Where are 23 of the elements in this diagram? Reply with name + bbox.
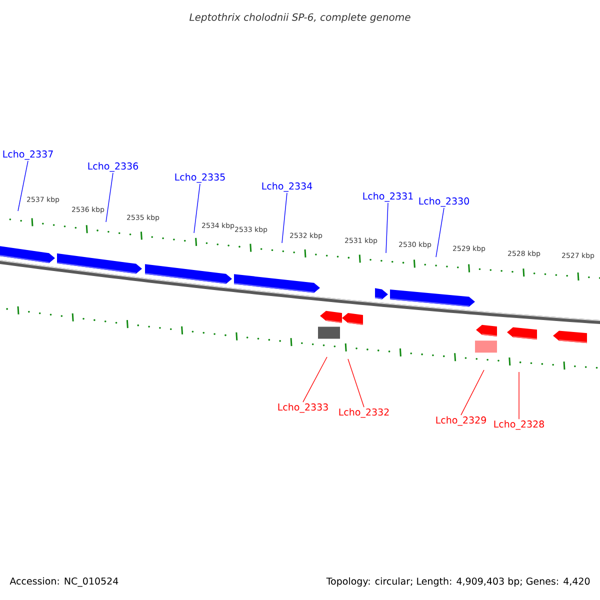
accession-text: Accession: NC_010524 <box>10 577 118 587</box>
gene-label: Lcho_2333 <box>278 403 328 413</box>
leader-line <box>518 372 520 420</box>
gene-label: Lcho_2337 <box>3 150 53 160</box>
gene-label: Lcho_2331 <box>363 192 413 202</box>
title: Leptothrix cholodnii SP-6, complete genome <box>190 13 410 23</box>
leader-line <box>106 172 114 222</box>
leader-line <box>302 356 328 402</box>
gene-label: Lcho_2329 <box>436 416 486 426</box>
gene-label: Lcho_2330 <box>419 197 469 207</box>
leader-line <box>460 370 484 416</box>
genome-info-text: Topology: circular; Length: 4,909,403 bp; Genes: 4,420 <box>326 577 590 587</box>
leader-line <box>348 358 364 408</box>
gene-label: Lcho_2334 <box>262 182 312 192</box>
gene-label: Lcho_2332 <box>339 408 389 418</box>
leader-line <box>386 202 388 254</box>
leader-line <box>282 192 288 244</box>
gene-label: Lcho_2328 <box>494 420 544 430</box>
leader-line <box>18 160 28 212</box>
leader-line <box>194 184 200 234</box>
gene-label: Lcho_2335 <box>175 173 225 183</box>
leader-line <box>436 208 444 258</box>
gene-label: Lcho_2336 <box>88 162 138 172</box>
